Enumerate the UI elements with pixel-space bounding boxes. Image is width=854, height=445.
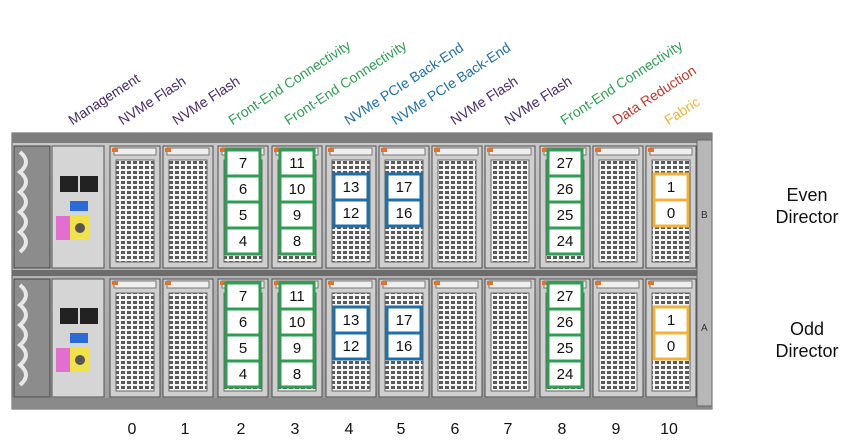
- port-group-slot-4-lower: 13 12: [332, 305, 370, 361]
- port-number: 6: [239, 314, 247, 331]
- port-number: 10: [289, 181, 306, 198]
- io-module-slot-9-upper: [592, 145, 644, 269]
- even-director-label: Even Director: [762, 184, 852, 228]
- io-module-slot-6-upper: [431, 145, 483, 269]
- port-group-slot-10-lower: 10: [652, 305, 690, 361]
- io-module-slot-6-lower: [431, 278, 483, 398]
- slot-number-0: 0: [127, 421, 137, 438]
- slot-number-8: 8: [557, 421, 567, 438]
- usb-port: [70, 333, 88, 343]
- port-number: 17: [396, 312, 413, 329]
- slot-number-2: 2: [236, 421, 246, 438]
- port-number: 9: [293, 340, 301, 357]
- even-director-line2: Director: [775, 207, 839, 227]
- port-number: 16: [396, 338, 413, 355]
- port-number: 27: [557, 288, 574, 305]
- slot-number-4: 4: [344, 421, 354, 438]
- chassis-bottom-rail: [12, 398, 712, 409]
- odd-director-line1: Odd: [789, 319, 825, 339]
- port-group-slot-4-upper: 13 12: [332, 172, 370, 228]
- slot-number-10: 10: [660, 421, 678, 438]
- even-director-line1: Even: [786, 185, 828, 205]
- port-number: 7: [239, 288, 247, 305]
- port-group-slot-2-upper: 7 6 5 4: [224, 148, 262, 256]
- port-number: 9: [293, 207, 301, 224]
- port-group-slot-10-upper: 10: [652, 172, 690, 228]
- odd-director-line2: Director: [775, 341, 839, 361]
- port-callouts: 7654765411109811109813121312171617162726…: [224, 148, 690, 389]
- slot-number-5: 5: [396, 421, 406, 438]
- port-number: 27: [557, 155, 574, 172]
- ethernet-port: [60, 176, 78, 192]
- port-number: 12: [343, 205, 360, 222]
- port-number: 13: [343, 179, 360, 196]
- port-number: 26: [557, 181, 574, 198]
- port-group-slot-2-lower: 7 6 5 4: [224, 281, 262, 389]
- port-number: 8: [293, 233, 301, 250]
- left-handle-upper: [13, 145, 51, 269]
- port-number: 8: [293, 366, 301, 383]
- port-number: 24: [557, 233, 574, 250]
- port-number: 6: [239, 181, 247, 198]
- io-module-slot-0-lower: [109, 278, 161, 398]
- port-number: 4: [239, 233, 247, 250]
- port-group-slot-3-lower: 11 10 9 8: [278, 281, 316, 389]
- port-number: 13: [343, 312, 360, 329]
- management-module-lower: [51, 278, 105, 398]
- port-number: 1: [667, 179, 675, 196]
- port-number: 5: [239, 340, 247, 357]
- chassis-top-rail: [12, 133, 712, 143]
- port-group-slot-3-upper: 11 10 9 8: [278, 148, 316, 256]
- director-letter-odd: A: [701, 323, 708, 334]
- port-number: 11: [289, 155, 305, 172]
- port-group-slot-8-lower: 27 26 25 24: [546, 281, 584, 389]
- port-number: 25: [557, 207, 574, 224]
- odd-director-label: Odd Director: [762, 318, 852, 362]
- port-number: 0: [667, 205, 675, 222]
- port-number: 17: [396, 179, 413, 196]
- port-group-slot-8-upper: 27 26 25 24: [546, 148, 584, 256]
- port-number: 12: [343, 338, 360, 355]
- chassis-right-rail: [696, 139, 713, 407]
- port-number: 5: [239, 207, 247, 224]
- io-module-slot-0-upper: [109, 145, 161, 269]
- port-number: 11: [289, 288, 305, 305]
- io-module-slot-7-upper: [484, 145, 536, 269]
- left-handle-lower: [13, 278, 51, 398]
- usb-port: [70, 201, 88, 211]
- port-number: 10: [289, 314, 306, 331]
- io-module-slot-7-lower: [484, 278, 536, 398]
- port-number: 24: [557, 366, 574, 383]
- ethernet-port: [60, 308, 78, 324]
- director-letter-even: B: [701, 210, 708, 221]
- port-number: 16: [396, 205, 413, 222]
- port-number: 7: [239, 155, 247, 172]
- ethernet-port: [80, 308, 98, 324]
- io-module-slot-9-lower: [592, 278, 644, 398]
- slot-number-9: 9: [611, 421, 621, 438]
- chassis-divider: [12, 270, 712, 276]
- port-number: 1: [667, 312, 675, 329]
- pink-connector: [56, 348, 70, 372]
- management-module-upper: [51, 145, 105, 269]
- ethernet-port: [80, 176, 98, 192]
- port-number: 0: [667, 338, 675, 355]
- pink-connector: [56, 216, 70, 240]
- io-module-slot-1-upper: [162, 145, 214, 269]
- slot-number-1: 1: [180, 421, 190, 438]
- io-module-slot-1-lower: [162, 278, 214, 398]
- slot-number-7: 7: [503, 421, 513, 438]
- port-number: 25: [557, 340, 574, 357]
- slot-number-6: 6: [450, 421, 460, 438]
- port-number: 26: [557, 314, 574, 331]
- port-number: 4: [239, 366, 247, 383]
- slot-number-3: 3: [290, 421, 300, 438]
